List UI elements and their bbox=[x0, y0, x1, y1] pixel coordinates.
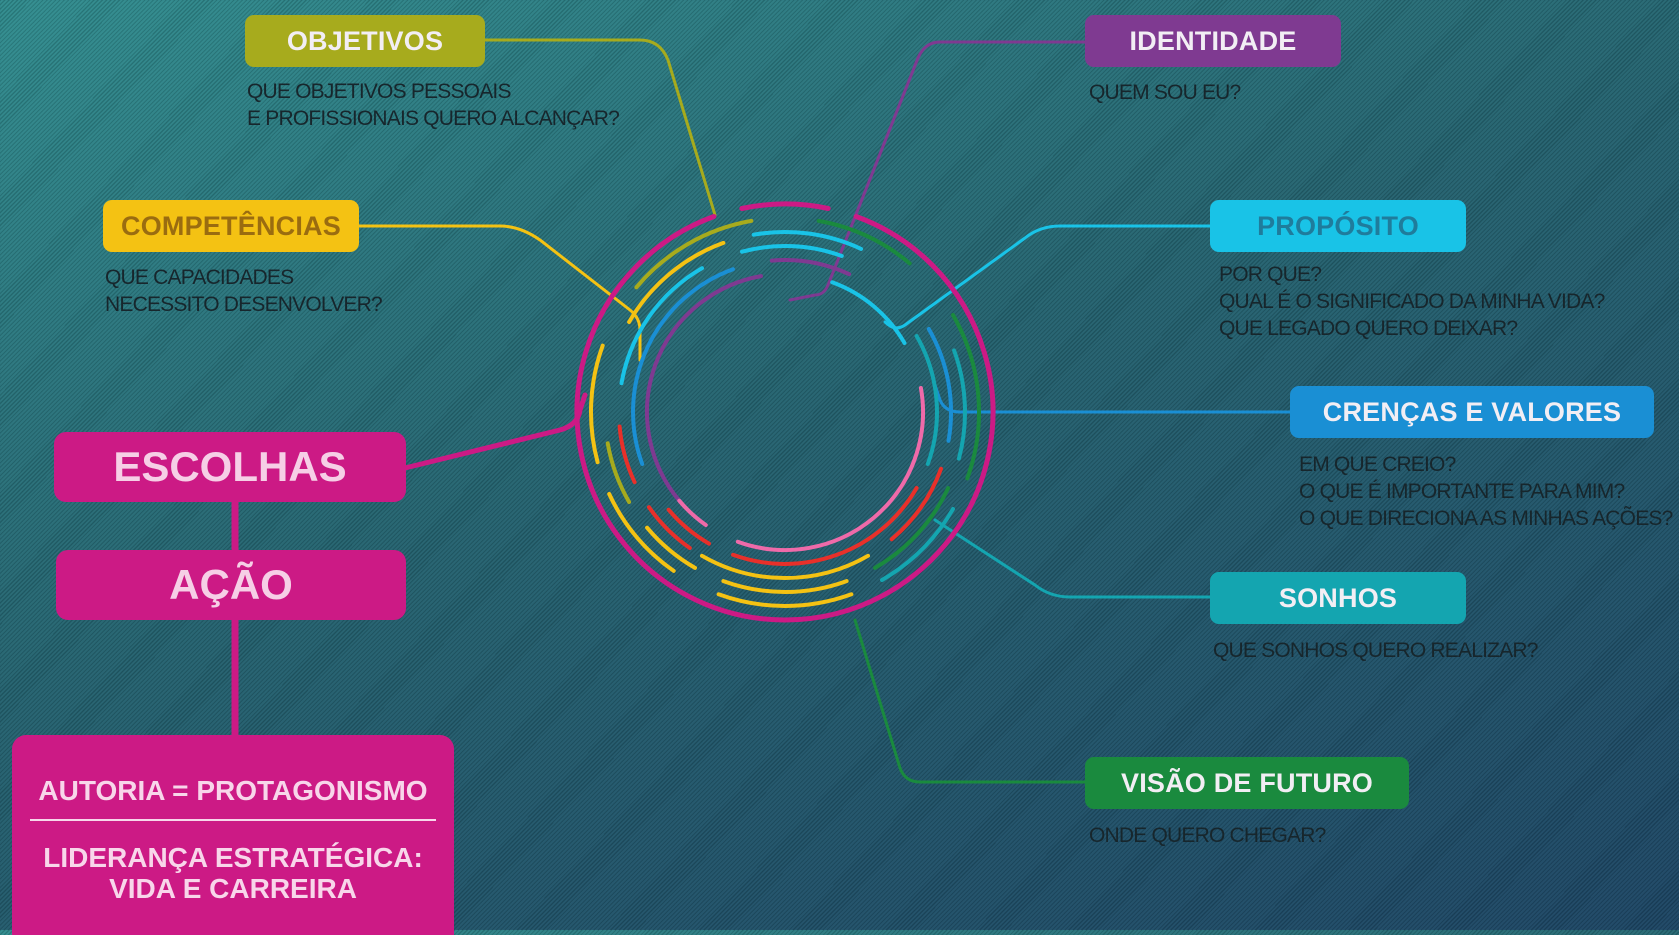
question-line: EM QUE CREIO? bbox=[1299, 453, 1456, 476]
ring-segment bbox=[830, 280, 907, 345]
ring-segment bbox=[634, 218, 754, 290]
autoria-title: AUTORIA = PROTAGONISMO bbox=[38, 775, 428, 806]
question-line: O QUE DIRECIONA AS MINHAS AÇÕES? bbox=[1299, 507, 1673, 530]
node-objetivos-label: OBJETIVOS bbox=[286, 25, 444, 56]
connector-sonhos bbox=[933, 518, 1212, 599]
node-proposito: PROPÓSITO bbox=[1210, 200, 1466, 252]
autoria-subtitle-line: VIDA E CARREIRA bbox=[109, 873, 357, 904]
connector-competencias bbox=[353, 224, 642, 362]
node-objetivos: OBJETIVOS bbox=[245, 15, 485, 67]
ring-segment bbox=[677, 498, 708, 527]
connector-proposito bbox=[883, 224, 1212, 330]
question-line: ONDE QUERO CHEGAR? bbox=[1089, 824, 1326, 847]
ring-segment bbox=[589, 343, 605, 465]
node-escolhas-label: ESCOLHAS bbox=[113, 443, 347, 490]
node-escolhas: ESCOLHAS bbox=[54, 432, 406, 502]
questions-objetivos: QUE OBJETIVOS PESSOAIS E PROFISSIONAIS Q… bbox=[247, 78, 620, 132]
node-sonhos: SONHOS bbox=[1210, 572, 1466, 624]
node-competencias: COMPETÊNCIAS bbox=[103, 200, 359, 252]
ring-segment bbox=[889, 466, 943, 542]
ring-segment bbox=[605, 441, 632, 504]
questions-visao: ONDE QUERO CHEGAR? bbox=[1089, 822, 1326, 849]
ring-segment bbox=[666, 507, 711, 546]
question-line: E PROFISSIONAIS QUERO ALCANÇAR? bbox=[247, 107, 620, 130]
node-sonhos-label: SONHOS bbox=[1278, 582, 1398, 613]
ring-segment bbox=[645, 274, 763, 503]
ring-segment bbox=[721, 579, 849, 594]
central-circle bbox=[574, 201, 996, 623]
node-crencas-label: CRENÇAS E VALORES bbox=[1322, 396, 1622, 427]
connector-crencas bbox=[933, 383, 1292, 414]
ring-segment bbox=[914, 334, 939, 466]
question-line: NECESSITO DESENVOLVER? bbox=[105, 293, 383, 316]
question-line: QUAL É O SIGNIFICADO DA MINHA VIDA? bbox=[1219, 290, 1605, 313]
question-line: O QUE É IMPORTANTE PARA MIM? bbox=[1299, 480, 1625, 503]
node-proposito-label: PROPÓSITO bbox=[1257, 210, 1419, 241]
question-line: QUE LEGADO QUERO DEIXAR? bbox=[1219, 317, 1518, 340]
questions-proposito: POR QUE? QUAL É O SIGNIFICADO DA MINHA V… bbox=[1219, 261, 1605, 342]
node-identidade-label: IDENTIDADE bbox=[1129, 25, 1297, 56]
ring-segment bbox=[751, 229, 864, 251]
ring-segment bbox=[731, 486, 919, 566]
ring-segment bbox=[880, 507, 955, 582]
ring-segment bbox=[769, 258, 852, 277]
ring-segment bbox=[627, 240, 726, 324]
autoria-subtitle-line: LIDERANÇA ESTRATÉGICA: bbox=[43, 842, 423, 873]
question-line: QUEM SOU EU? bbox=[1089, 81, 1241, 104]
ring-segment bbox=[617, 424, 637, 485]
autoria-subtitle: LIDERANÇA ESTRATÉGICA: VIDA E CARREIRA bbox=[12, 842, 454, 904]
ring-segment bbox=[700, 553, 870, 580]
ring-segment bbox=[619, 266, 704, 386]
autoria-divider bbox=[30, 819, 436, 821]
ring-segment bbox=[926, 327, 954, 443]
ring-segment bbox=[631, 267, 735, 466]
ring-segment bbox=[873, 486, 951, 570]
node-identidade: IDENTIDADE bbox=[1085, 15, 1341, 67]
connector-visao bbox=[853, 618, 1087, 784]
ring-segment bbox=[735, 386, 925, 553]
node-competencias-label: COMPETÊNCIAS bbox=[121, 210, 341, 241]
connector-identidade bbox=[788, 40, 1087, 302]
ring-segment bbox=[951, 313, 982, 481]
ring-segment bbox=[952, 348, 967, 461]
question-line: QUE OBJETIVOS PESSOAIS bbox=[247, 80, 511, 103]
node-visao: VISÃO DE FUTURO bbox=[1085, 757, 1409, 809]
questions-competencias: QUE CAPACIDADES NECESSITO DESENVOLVER? bbox=[105, 264, 383, 318]
ring-segment bbox=[740, 244, 844, 258]
ring-segment bbox=[645, 525, 697, 570]
node-visao-label: VISÃO DE FUTURO bbox=[1120, 767, 1373, 798]
questions-sonhos: QUE SONHOS QUERO REALIZAR? bbox=[1213, 637, 1538, 664]
node-autoria: AUTORIA = PROTAGONISMO LIDERANÇA ESTRATÉ… bbox=[12, 735, 454, 935]
node-acao-label: AÇÃO bbox=[169, 561, 293, 608]
question-line: QUE SONHOS QUERO REALIZAR? bbox=[1213, 639, 1538, 662]
node-acao: AÇÃO bbox=[56, 550, 406, 620]
ring-segment bbox=[716, 592, 854, 609]
questions-identidade: QUEM SOU EU? bbox=[1089, 79, 1241, 106]
ring-segment bbox=[574, 214, 996, 623]
connector-escolhas bbox=[402, 392, 588, 471]
ring-segment bbox=[607, 492, 676, 573]
questions-crencas: EM QUE CREIO? O QUE É IMPORTANTE PARA MI… bbox=[1299, 451, 1673, 532]
ring-segment bbox=[647, 505, 692, 550]
connector-objetivos bbox=[478, 38, 717, 217]
ring-segment bbox=[739, 201, 831, 211]
ring-segment bbox=[816, 218, 912, 266]
node-crencas: CRENÇAS E VALORES bbox=[1290, 386, 1654, 438]
question-line: QUE CAPACIDADES bbox=[105, 266, 294, 289]
question-line: POR QUE? bbox=[1219, 263, 1322, 286]
